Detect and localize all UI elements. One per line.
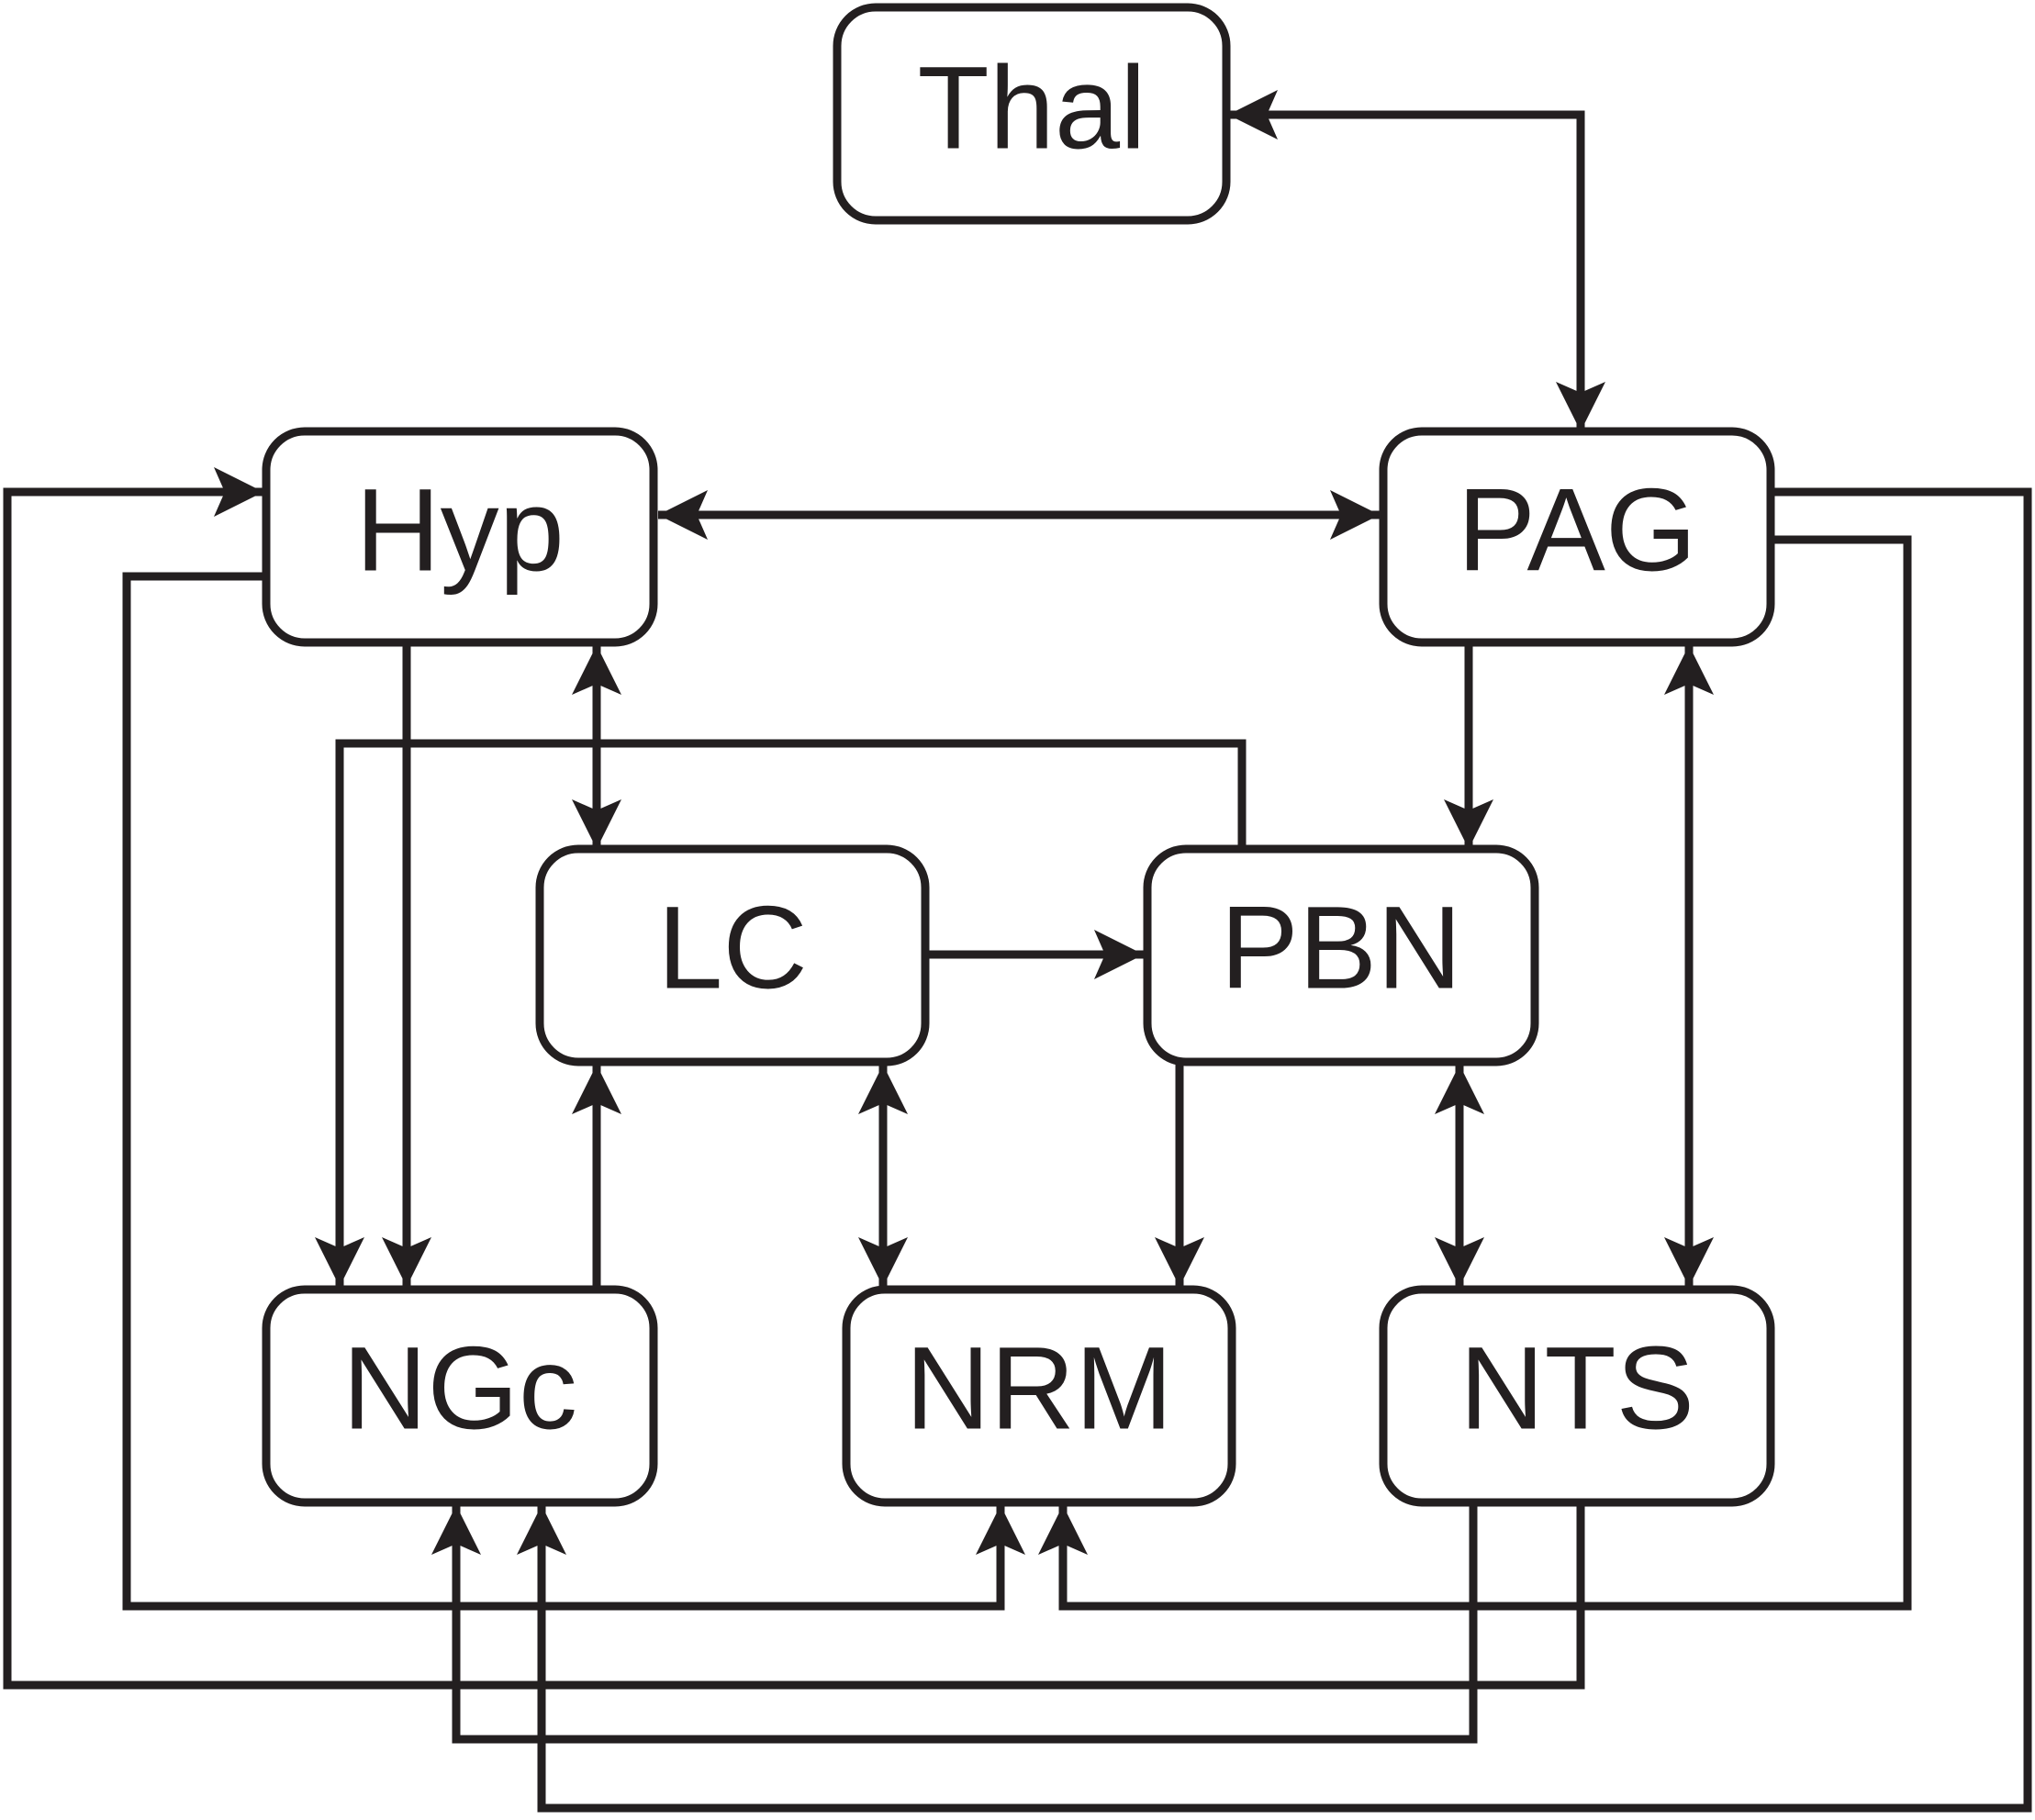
node-lc-label: LC: [657, 883, 808, 1014]
node-pbn-label: PBN: [1220, 883, 1461, 1014]
node-lc: LC: [535, 844, 930, 1066]
node-nts: NTS: [1379, 1285, 1775, 1507]
edge-nts-hyp: [3, 467, 1585, 1690]
node-ngc: NGc: [262, 1285, 658, 1507]
edge-nts-ngc: [431, 1505, 1478, 1744]
node-nrm-label: NRM: [905, 1323, 1173, 1455]
node-thal-label: Thal: [918, 43, 1146, 174]
node-pag: PAG: [1379, 427, 1775, 647]
node-nrm: NRM: [842, 1285, 1236, 1507]
edge-pbn-ngc: [315, 739, 1247, 1287]
node-thal: Thal: [833, 3, 1231, 225]
node-hyp: Hyp: [262, 427, 658, 647]
node-pag-label: PAG: [1458, 465, 1697, 597]
node-nts-label: NTS: [1459, 1323, 1694, 1455]
node-hyp-label: Hyp: [355, 465, 565, 597]
edge-pag-ngc: [517, 487, 2032, 1813]
edge-pag-nrm: [1038, 535, 1912, 1611]
edge-thal-pag: [1228, 90, 1605, 431]
edge-hyp-nrm: [122, 572, 1025, 1611]
node-pbn: PBN: [1143, 844, 1539, 1066]
node-ngc-label: NGc: [342, 1323, 577, 1455]
